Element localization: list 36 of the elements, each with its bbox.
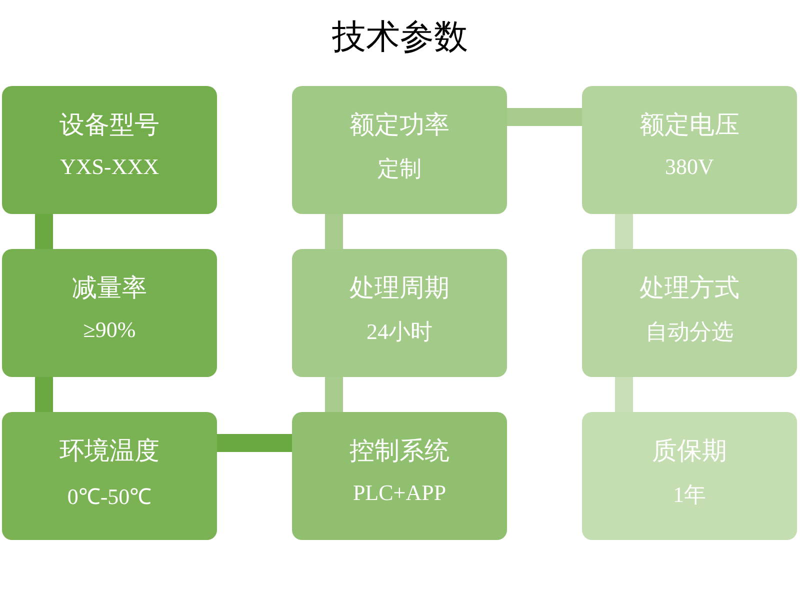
parameter-value: 380V	[664, 154, 715, 180]
parameter-name: 质保期	[651, 437, 728, 467]
parameter-name: 减量率	[71, 274, 148, 304]
connector-band	[325, 377, 343, 412]
parameter-value: ≥90%	[82, 317, 137, 343]
parameter-value: YXS-XXX	[59, 154, 160, 180]
parameter-box	[582, 86, 797, 214]
parameter-name: 设备型号	[58, 111, 160, 141]
parameter-box	[292, 86, 507, 214]
connector-band	[35, 377, 53, 412]
parameter-box	[2, 249, 217, 377]
parameter-box	[292, 249, 507, 377]
parameter-box	[582, 249, 797, 377]
connector-band	[615, 377, 633, 412]
connector-band	[35, 214, 53, 249]
parameter-name: 额定功率	[348, 110, 450, 141]
parameter-name: 处理周期	[348, 274, 450, 304]
parameter-value: 1年	[672, 481, 707, 509]
connector-band	[615, 214, 633, 249]
parameter-name: 处理方式	[638, 274, 740, 304]
parameter-name: 额定电压	[638, 111, 740, 141]
diagram-title: 技术参数	[331, 16, 469, 59]
parameter-box	[2, 86, 217, 214]
connector-band	[325, 214, 343, 249]
parameter-name: 环境温度	[58, 436, 160, 467]
parameter-value: 定制	[376, 155, 422, 183]
parameter-box	[582, 412, 797, 540]
parameter-value: 24小时	[366, 318, 434, 346]
parameter-value: 自动分选	[644, 318, 734, 346]
parameter-value: 0℃-50℃	[66, 483, 153, 510]
parameter-name: 控制系统	[348, 437, 450, 467]
parameter-box	[292, 412, 507, 540]
connector-band	[507, 108, 582, 126]
parameter-box	[2, 412, 217, 540]
connector-band	[217, 434, 292, 452]
parameter-value: PLC+APP	[352, 480, 448, 506]
